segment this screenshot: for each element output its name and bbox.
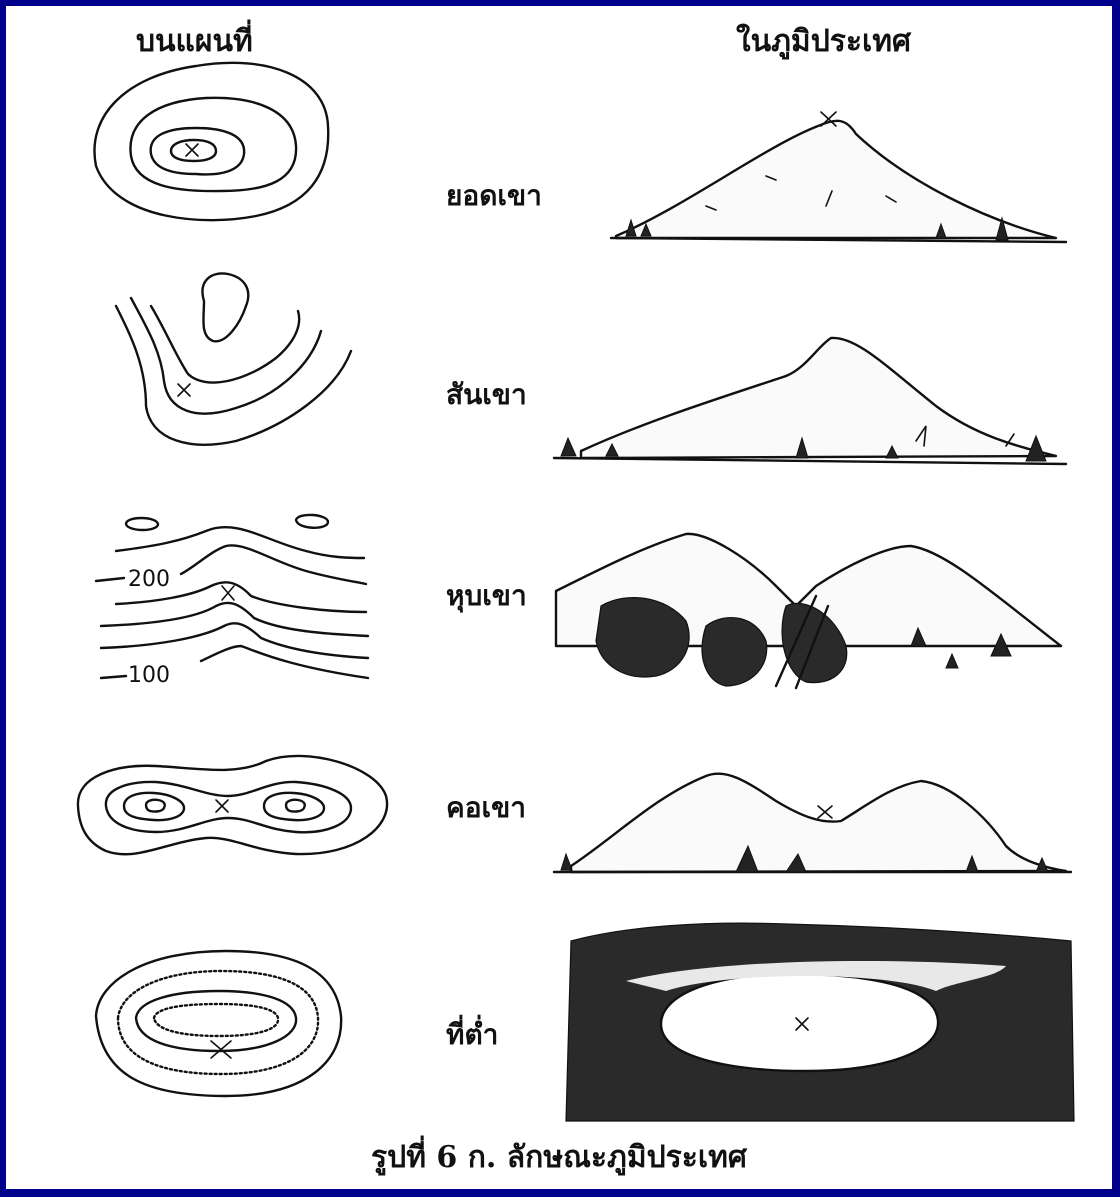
ridge-contour-map bbox=[116, 273, 351, 444]
saddle-terrain-sketch bbox=[554, 774, 1071, 872]
ridge-terrain-sketch bbox=[554, 338, 1066, 464]
depression-contour-map bbox=[96, 951, 341, 1096]
figure-frame: บนแผนที่ ในภูมิประเทศ ยอดเขา สันเขา หุบเ… bbox=[6, 6, 1112, 1189]
saddle-contour-map bbox=[78, 756, 387, 854]
illustrations: 200 100 bbox=[6, 6, 1112, 1189]
figure-caption: รูปที่ 6 ก. ลักษณะภูมิประเทศ bbox=[6, 1134, 1112, 1181]
contour-label-100: 100 bbox=[128, 663, 170, 688]
peak-contour-map bbox=[94, 63, 328, 220]
valley-contour-map: 200 100 bbox=[96, 515, 368, 688]
contour-label-200: 200 bbox=[128, 567, 170, 592]
depression-terrain-sketch bbox=[566, 923, 1074, 1121]
peak-terrain-sketch bbox=[611, 112, 1066, 242]
valley-terrain-sketch bbox=[556, 534, 1061, 688]
